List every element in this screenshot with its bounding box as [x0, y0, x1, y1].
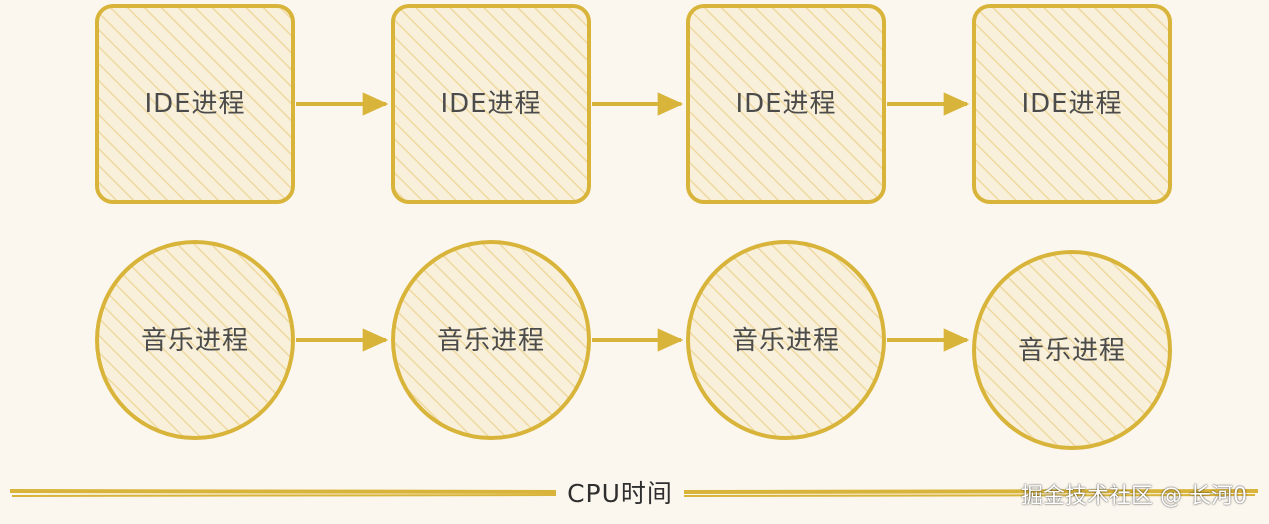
cpu-time-label: CPU时间 — [567, 479, 673, 508]
music-process-circle — [95, 240, 295, 440]
music-process-label: 音乐进程 — [1018, 336, 1126, 366]
music-process-circle — [972, 250, 1172, 450]
ide-process-box — [686, 4, 886, 204]
music-process-row: 音乐进程 音乐进程 音乐进程 音乐进程 — [95, 240, 1172, 450]
ide-process-label: IDE进程 — [144, 89, 245, 119]
music-process-node-3: 音乐进程 — [686, 240, 886, 440]
ide-process-box — [972, 4, 1172, 204]
watermark: 掘金技术社区 @ 长河0 — [1021, 484, 1247, 509]
ide-process-label: IDE进程 — [1021, 89, 1122, 119]
ide-process-node-3: IDE进程 — [686, 4, 886, 204]
ide-process-box — [391, 4, 591, 204]
cpu-timeline: CPU时间 — [9, 479, 1259, 508]
ide-process-row: IDE进程 IDE进程 IDE进程 IDE进程 — [95, 4, 1172, 204]
music-process-label: 音乐进程 — [732, 326, 840, 356]
music-process-node-4: 音乐进程 — [972, 250, 1172, 450]
music-process-label: 音乐进程 — [437, 326, 545, 356]
music-process-label: 音乐进程 — [141, 326, 249, 356]
ide-process-label: IDE进程 — [735, 89, 836, 119]
music-process-node-2: 音乐进程 — [391, 240, 591, 440]
ide-process-node-2: IDE进程 — [391, 4, 591, 204]
music-process-circle — [686, 240, 886, 440]
ide-process-node-1: IDE进程 — [95, 4, 295, 204]
ide-process-label: IDE进程 — [440, 89, 541, 119]
ide-process-box — [95, 4, 295, 204]
ide-process-node-4: IDE进程 — [972, 4, 1172, 204]
timeline-line-left-sketch — [11, 494, 557, 497]
timeline-line-right-sketch — [683, 494, 1256, 497]
music-process-circle — [391, 240, 591, 440]
timeline-line-right — [683, 489, 1259, 494]
music-process-node-1: 音乐进程 — [95, 240, 295, 440]
timeline-line-left — [9, 489, 557, 494]
